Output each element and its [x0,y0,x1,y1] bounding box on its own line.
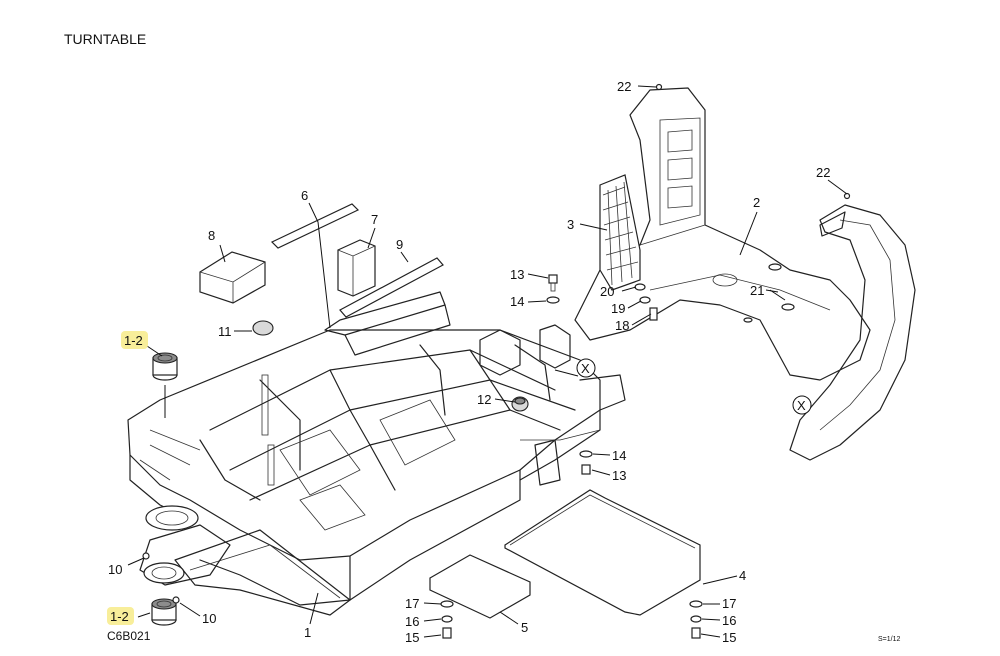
diagram-code: C6B021 [107,629,151,643]
callout-11: 11 [218,324,232,339]
callout-14-right: 14 [612,448,626,463]
bolt-22-top [655,83,663,91]
callout-8: 8 [208,228,215,243]
block-part [337,239,376,297]
cap-part [252,320,274,336]
callout-2: 2 [753,195,760,210]
leader-lines [127,85,848,638]
bolt-22-right [843,192,851,200]
callout-x-right: X [797,398,806,413]
callout-7: 7 [371,212,378,227]
rubber-strip-long [339,257,444,318]
callout-labels: 22 22 2 3 6 7 8 9 13 14 20 19 18 21 11 1… [107,79,830,645]
bottom-cover-large [504,489,701,616]
fastener-set [634,283,658,321]
callout-13-right: 13 [612,468,626,483]
bushing-bottom [151,598,177,626]
side-grille [599,174,641,291]
page-title: TURNTABLE [64,31,147,47]
callout-4: 4 [739,568,746,583]
callout-22-right: 22 [816,165,830,180]
callout-21: 21 [750,283,764,298]
callout-22-top: 22 [617,79,631,94]
turntable-frame [127,291,626,616]
callout-15-right: 15 [722,630,736,645]
bolt-set-right [579,450,593,475]
callout-3: 3 [567,217,574,232]
box-part [199,251,266,304]
scale-note: S=1/12 [878,636,901,643]
callout-17-left: 17 [405,596,419,611]
bushing-top [152,352,178,381]
callout-x-left: X [581,361,590,376]
callout-1-2-bottom: 1-2 [110,609,129,624]
callout-19: 19 [611,301,625,316]
callout-10-right: 10 [202,611,216,626]
callout-12: 12 [477,392,491,407]
callout-15-left: 15 [405,630,419,645]
bottom-cover-small [429,554,531,619]
fastener-set-left [440,600,454,639]
callout-17-right: 17 [722,596,736,611]
bolt-set-top [546,274,560,304]
fastener-set-right [689,600,703,639]
callout-10-left: 10 [108,562,122,577]
callout-1-2-top: 1-2 [124,333,143,348]
callout-14-top: 14 [510,294,524,309]
callout-20: 20 [600,284,614,299]
rubber-strip [270,203,360,249]
callout-1: 1 [304,625,311,640]
callout-9: 9 [396,237,403,252]
callout-13-top: 13 [510,267,524,282]
callout-18: 18 [615,318,629,333]
callout-16-right: 16 [722,613,736,628]
callout-6: 6 [301,188,308,203]
callout-16-left: 16 [405,614,419,629]
callout-5: 5 [521,620,528,635]
